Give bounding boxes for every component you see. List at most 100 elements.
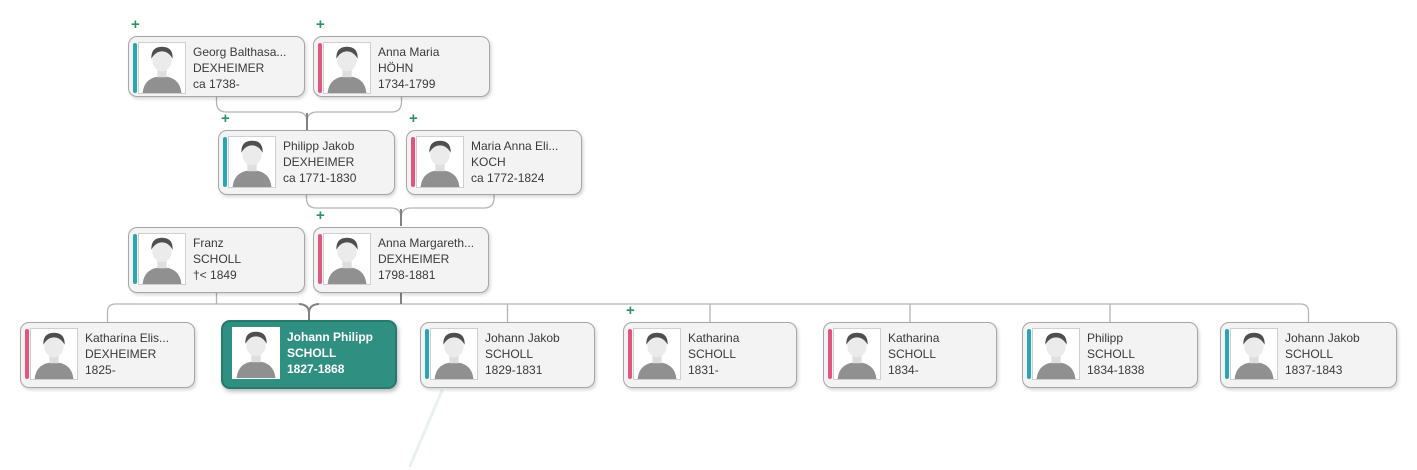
male-avatar-icon — [236, 331, 276, 378]
person-surname: DEXHEIMER — [378, 252, 450, 266]
person-card-selected[interactable]: Johann Philipp SCHOLL 1827-1868 — [221, 320, 397, 389]
gender-stripe — [828, 329, 832, 379]
avatar — [833, 328, 881, 380]
avatar — [232, 327, 280, 379]
gender-stripe — [133, 43, 137, 93]
male-avatar-icon — [637, 332, 677, 379]
add-person-button[interactable]: + — [409, 110, 418, 127]
female-avatar-icon — [139, 284, 185, 285]
female-avatar-icon — [834, 379, 880, 380]
person-dates: 1798-1881 — [378, 268, 436, 282]
avatar — [138, 42, 186, 94]
avatar — [416, 136, 464, 188]
avatar — [323, 233, 371, 285]
add-person-button[interactable]: + — [626, 302, 635, 319]
person-dates: 1834-1838 — [1087, 363, 1145, 377]
male-avatar-icon — [434, 332, 474, 379]
female-avatar-icon — [324, 93, 370, 94]
gender-stripe — [223, 137, 227, 187]
female-avatar-icon — [324, 284, 370, 285]
person-dates: 1834- — [888, 363, 919, 377]
person-given-names: Philipp Jakob — [283, 139, 355, 153]
person-text: Anna Margareth... DEXHEIMER 1798-1881 — [378, 235, 485, 283]
person-surname: DEXHEIMER — [85, 347, 157, 361]
add-person-button[interactable]: + — [316, 16, 325, 33]
person-card[interactable]: Philipp SCHOLL 1834-1838 — [1022, 322, 1198, 388]
female-avatar-icon — [634, 379, 680, 380]
gender-stripe — [25, 329, 29, 379]
male-avatar-icon — [420, 140, 460, 187]
gender-stripe — [628, 329, 632, 379]
person-text: Anna Maria HÖHN 1734-1799 — [378, 44, 486, 92]
person-given-names: Katharina Elis... — [85, 331, 170, 345]
person-surname: SCHOLL — [287, 346, 337, 360]
person-dates: 1837-1843 — [1285, 363, 1343, 377]
female-avatar-icon — [1033, 379, 1079, 380]
person-card[interactable]: + Anna Margareth... DEXHEIMER 1798-1881 — [313, 208, 489, 293]
avatar — [323, 42, 371, 94]
male-avatar-icon — [232, 140, 272, 187]
person-text: Georg Balthasa... DEXHEIMER ca 1738- — [193, 44, 301, 92]
person-given-names: Johann Philipp — [287, 330, 373, 344]
avatar — [633, 328, 681, 380]
person-card[interactable]: Johann Jakob SCHOLL 1837-1843 — [1220, 322, 1397, 388]
person-text: Maria Anna Eli... KOCH ca 1772-1824 — [471, 138, 578, 186]
add-person-button[interactable]: + — [131, 16, 140, 33]
gender-stripe — [133, 234, 137, 284]
person-surname: SCHOLL — [193, 252, 242, 266]
gender-stripe — [318, 234, 322, 284]
female-avatar-icon — [233, 378, 279, 379]
person-card[interactable]: Johann Jakob SCHOLL 1829-1831 — [420, 322, 595, 388]
person-surname: KOCH — [471, 155, 506, 169]
person-given-names: Georg Balthasa... — [193, 45, 287, 59]
female-avatar-icon — [1231, 379, 1277, 380]
person-dates: ca 1738- — [193, 77, 240, 91]
female-avatar-icon — [229, 187, 275, 188]
person-card[interactable]: Franz SCHOLL †< 1849 — [128, 227, 305, 293]
person-card[interactable]: + Katharina SCHOLL 1831- — [623, 303, 797, 388]
person-text: Johann Jakob SCHOLL 1829-1831 — [485, 330, 591, 378]
person-card[interactable]: + Georg Balthasa... DEXHEIMER ca 1738- — [128, 17, 305, 97]
male-avatar-icon — [327, 237, 367, 284]
person-surname: SCHOLL — [888, 347, 937, 361]
person-given-names: Franz — [193, 236, 224, 250]
person-dates: ca 1772-1824 — [471, 171, 545, 185]
person-text: Philipp Jakob DEXHEIMER ca 1771-1830 — [283, 138, 391, 186]
person-card[interactable]: + Philipp Jakob DEXHEIMER ca 1771-1830 — [218, 111, 395, 195]
person-card[interactable]: Katharina Elis... DEXHEIMER 1825- — [20, 322, 195, 388]
gender-stripe — [1225, 329, 1229, 379]
add-person-button[interactable]: + — [316, 207, 325, 224]
person-text: Katharina SCHOLL 1831- — [688, 330, 793, 378]
person-card[interactable]: + Anna Maria HÖHN 1734-1799 — [313, 17, 490, 97]
male-avatar-icon — [837, 332, 877, 379]
male-avatar-icon — [1036, 332, 1076, 379]
person-given-names: Anna Margareth... — [378, 236, 475, 250]
person-card[interactable]: + Maria Anna Eli... KOCH ca 1772-1824 — [406, 111, 582, 195]
person-given-names: Katharina — [688, 331, 740, 345]
gender-stripe — [1027, 329, 1031, 379]
gender-stripe — [411, 137, 415, 187]
male-avatar-icon — [327, 46, 367, 93]
person-dates: †< 1849 — [193, 268, 237, 282]
person-card[interactable]: Katharina SCHOLL 1834- — [823, 322, 997, 388]
person-surname: SCHOLL — [688, 347, 737, 361]
person-given-names: Katharina — [888, 331, 940, 345]
male-avatar-icon — [142, 237, 182, 284]
person-given-names: Philipp — [1087, 331, 1124, 345]
person-given-names: Anna Maria — [378, 45, 440, 59]
add-person-button[interactable]: + — [221, 110, 230, 127]
person-text: Philipp SCHOLL 1834-1838 — [1087, 330, 1194, 378]
person-text: Katharina SCHOLL 1834- — [888, 330, 993, 378]
person-given-names: Maria Anna Eli... — [471, 139, 559, 153]
person-text: Franz SCHOLL †< 1849 — [193, 235, 301, 283]
female-avatar-icon — [31, 379, 77, 380]
person-text: Katharina Elis... DEXHEIMER 1825- — [85, 330, 191, 378]
female-avatar-icon — [417, 187, 463, 188]
person-dates: 1827-1868 — [287, 362, 345, 376]
person-surname: SCHOLL — [1087, 347, 1136, 361]
avatar — [228, 136, 276, 188]
person-surname: HÖHN — [378, 61, 414, 75]
connector-lines — [106, 97, 1310, 322]
